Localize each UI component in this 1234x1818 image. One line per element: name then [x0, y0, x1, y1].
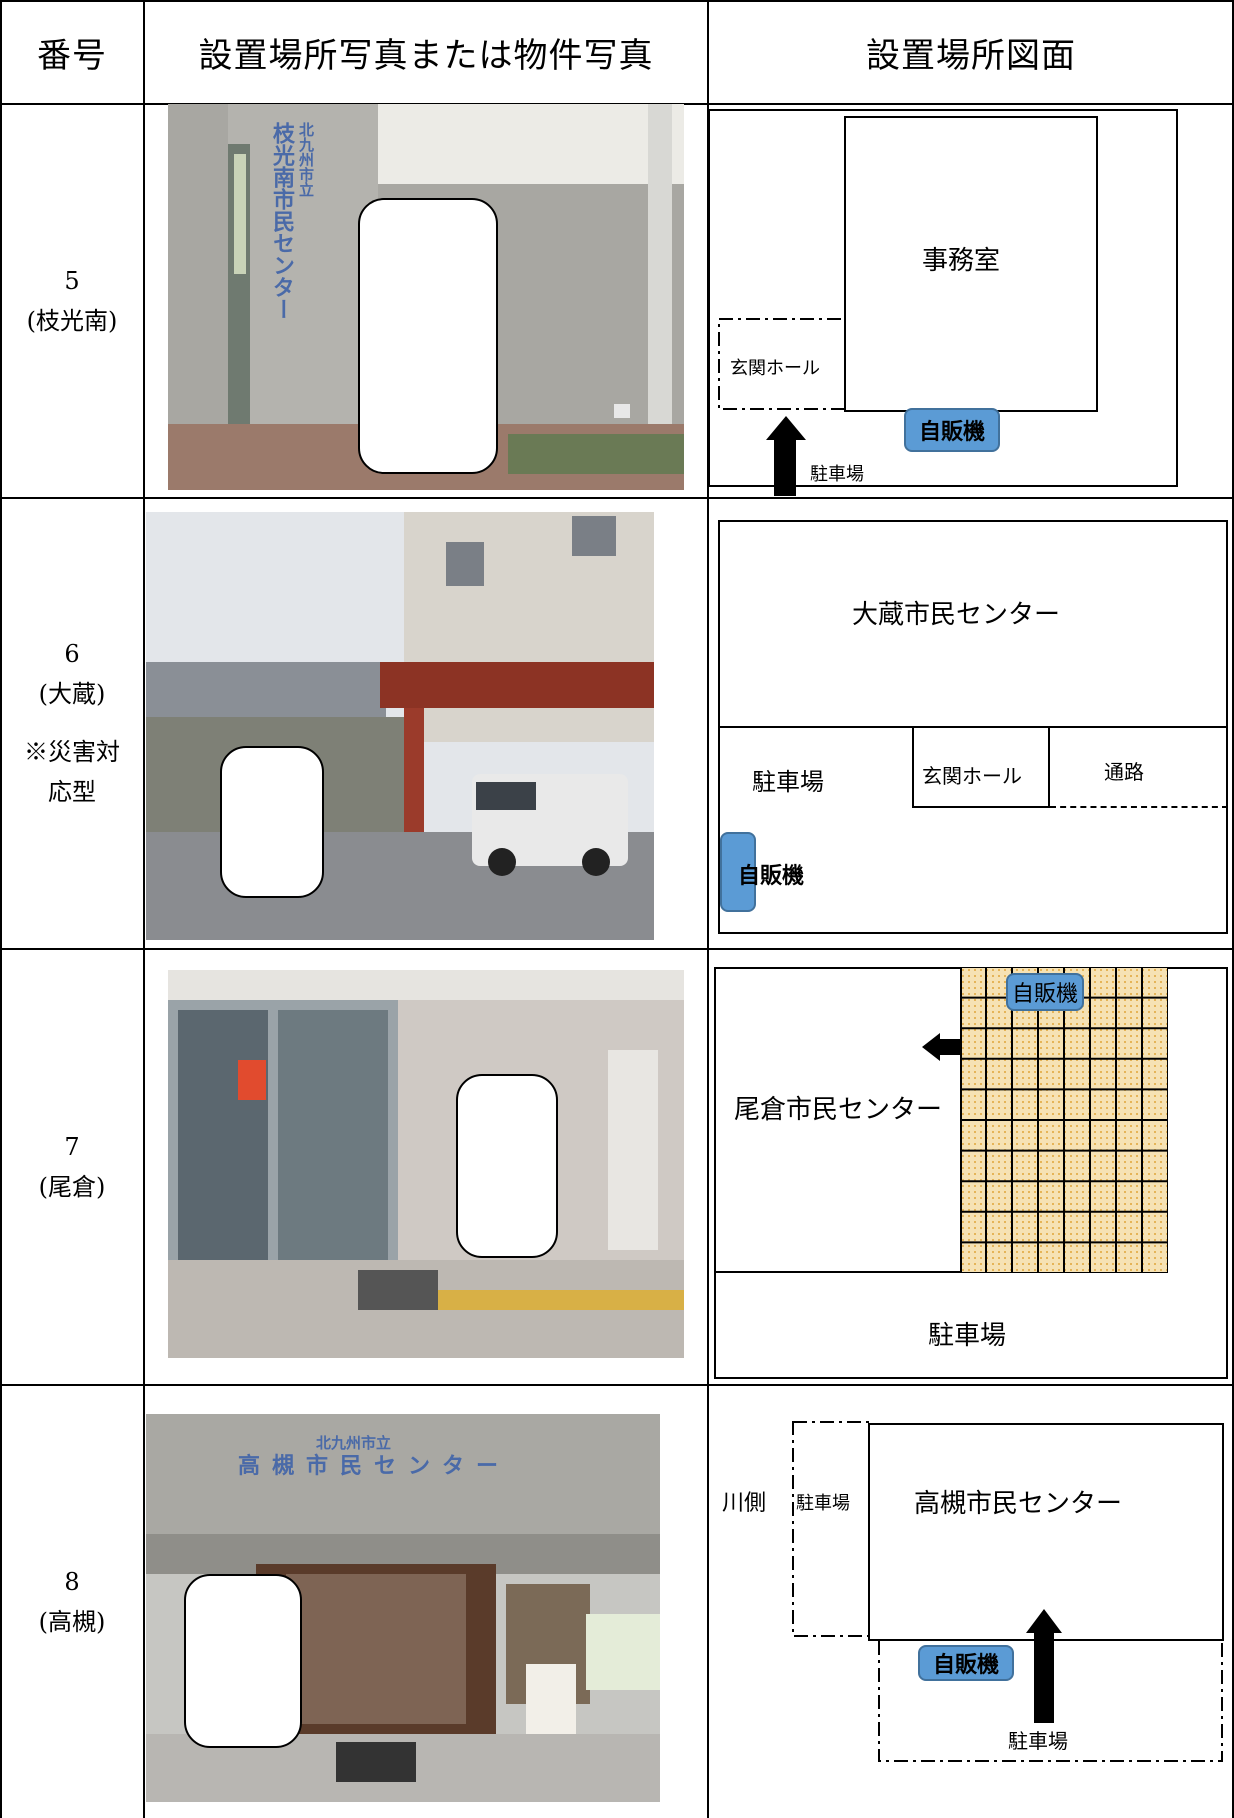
parking-label: 駐車場 [928, 1321, 1007, 1351]
vending-machine-marker: 自販機 [918, 1645, 1014, 1681]
photo-sign-text: 枝光南市民センター [268, 122, 294, 320]
masked-area [220, 746, 324, 898]
row-7-map: 尾倉市民センター 自販機 駐車場 [708, 949, 1232, 1385]
header-number: 番号 [37, 35, 107, 76]
entrance-box [912, 726, 1050, 808]
vending-machine-marker: 自販機 [904, 408, 1000, 452]
row-name: (尾倉) [38, 1173, 106, 1201]
table-border-right [1232, 0, 1234, 1818]
photo-sign-line2: 枝光南市民センター [269, 122, 294, 320]
vending-label: 自販機 [738, 864, 805, 889]
arrow-shaft [940, 1039, 962, 1055]
hatched-area [960, 967, 1168, 1273]
table-border [143, 0, 145, 1818]
parking-label: 駐車場 [752, 768, 824, 796]
masked-area [456, 1074, 558, 1258]
arrow-up-icon [1026, 1609, 1062, 1633]
center-label: 大蔵市民センター [852, 600, 1061, 630]
row-7-photo [168, 970, 684, 1358]
row-6-number-cell: 6 (大蔵) ※災害対 応型 [0, 498, 144, 948]
row-name: (大蔵) [38, 680, 106, 708]
photo-sign-line1: 北九州市立 [316, 1434, 392, 1452]
arrow-shaft [1034, 1631, 1054, 1723]
row-number: 6 [64, 640, 80, 668]
row-number: 7 [64, 1133, 80, 1161]
table-border-left [0, 0, 2, 1818]
header-map: 設置場所図面 [866, 35, 1076, 76]
header-photo: 設置場所写真または物件写真 [198, 35, 654, 76]
row-number: 5 [64, 267, 80, 295]
table-border [0, 948, 1234, 950]
building-photo-image [146, 512, 654, 940]
table-border [0, 1384, 1234, 1386]
row-7-number-cell: 7 (尾倉) [0, 949, 144, 1385]
row-note: ※災害対 [24, 738, 120, 766]
row-note: 応型 [48, 778, 96, 806]
building-photo-image [168, 970, 684, 1358]
parking-side-label: 駐車場 [796, 1493, 850, 1514]
entrance-dashed-box [718, 318, 846, 410]
parking-dashed-box [878, 1641, 1223, 1762]
vending-machine-marker [720, 832, 756, 912]
office-label: 事務室 [922, 246, 1001, 276]
photo-sign-text: 北九州市立 [292, 122, 315, 197]
arrow-up-icon [766, 416, 806, 440]
center-label: 尾倉市民センター [734, 1089, 943, 1126]
row-6-map: 大蔵市民センター 駐車場 玄関ホール 通路 自販機 [708, 498, 1232, 948]
masked-area [358, 198, 498, 474]
passage-label: 通路 [1104, 760, 1144, 784]
table-border [707, 0, 709, 1818]
vending-machine-marker: 自販機 [1006, 973, 1084, 1011]
passage-dashed-box [1050, 726, 1228, 808]
arrow-left-icon [922, 1033, 940, 1061]
row-8-map: 川側 駐車場 高槻市民センター 自販機 駐車場 [708, 1385, 1232, 1818]
row-5-map: 事務室 玄関ホール 自販機 駐車場 [708, 104, 1232, 497]
row-name: (枝光南) [26, 307, 118, 335]
masked-area [184, 1574, 302, 1748]
parking-label: 駐車場 [1008, 1729, 1068, 1753]
table-border [0, 497, 1234, 499]
entrance-label: 玄関ホール [730, 358, 820, 379]
row-5-number-cell: 5 (枝光南) [0, 104, 144, 498]
parking-label: 駐車場 [810, 464, 864, 485]
river-label: 川側 [722, 1491, 767, 1516]
row-number: 8 [64, 1567, 80, 1596]
entrance-label: 玄関ホール [922, 764, 1022, 788]
center-label: 高槻市民センター [914, 1489, 1123, 1519]
row-6-photo [146, 512, 654, 940]
row-name: (高槻) [38, 1607, 106, 1636]
row-8-number-cell: 8 (高槻) [0, 1385, 144, 1818]
photo-sign-line2: 高槻市民センター [238, 1454, 511, 1479]
table-border-top [0, 0, 1234, 2]
parking-side-dashed-box [792, 1421, 870, 1637]
photo-sign-line1: 北九州市立 [297, 122, 315, 197]
arrow-shaft [774, 438, 796, 496]
